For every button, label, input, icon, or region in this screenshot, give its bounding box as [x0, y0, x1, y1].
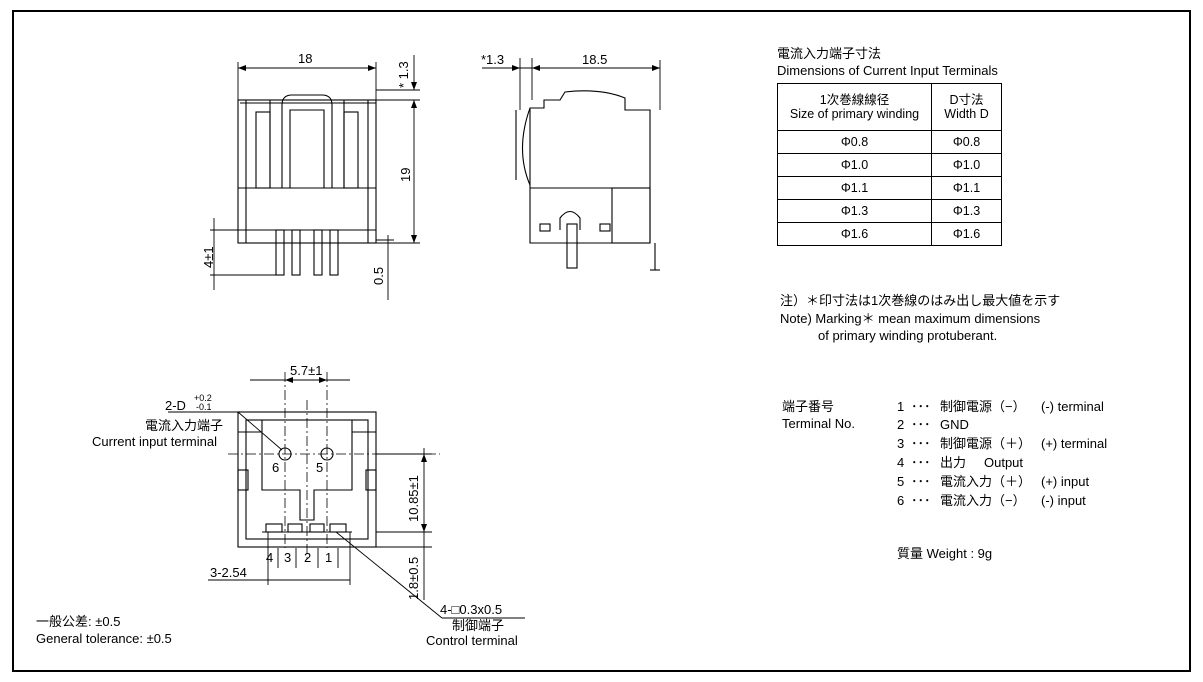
bottom-pin-offset-dim: 1.8±0.5 [406, 556, 421, 600]
d-dim-label: 2-D [165, 398, 186, 413]
header-col2-jp: D寸法 [949, 93, 984, 107]
side-view-outline [515, 90, 660, 271]
table-title-jp: 電流入力端子寸法 [777, 46, 882, 61]
terminal-item: 5 ･･･ 電流入力（＋） (+) input [897, 472, 1089, 491]
table-cell: Φ1.1 [777, 176, 932, 200]
bottom-view-dimensions [168, 379, 525, 619]
terminal-dots: ･･･ [911, 455, 931, 470]
terminal-en: (-) terminal [1041, 399, 1104, 414]
table-cell: Φ1.3 [777, 199, 932, 223]
control-terminal-en: Control terminal [426, 633, 518, 648]
terminal-dots: ･･･ [911, 436, 931, 451]
pin6-label: 6 [272, 460, 280, 475]
table-title-en: Dimensions of Current Input Terminals [777, 63, 998, 78]
header-col1-jp: 1次巻線線径 [819, 93, 890, 107]
terminal-en: (+) terminal [1041, 436, 1108, 451]
top-height-dim: 19 [398, 167, 413, 182]
drawing-frame [12, 10, 1191, 672]
table-cell: Φ1.0 [777, 153, 932, 177]
terminal-item: 1 ･･･ 制御電源（−） (-) terminal [897, 397, 1104, 416]
terminal-item: 3 ･･･ 制御電源（＋） (+) terminal [897, 434, 1107, 453]
note-en-line1: Note) Marking＊ mean maximum dimensions [780, 311, 1041, 326]
current-terminal-jp: 電流入力端子 [145, 418, 224, 433]
terminal-num: 3 [897, 436, 905, 451]
bottom-pitch-dim: 5.7±1 [290, 363, 323, 378]
note-jp: 注）＊印寸法は1次巻線のはみ出し最大値を示す [780, 293, 1061, 308]
pin5-label: 5 [316, 460, 324, 475]
pin-label-3: 3 [284, 550, 292, 565]
terminal-jp: 制御電源（−） [940, 399, 1026, 414]
weight-label: 質量 Weight : 9g [897, 546, 993, 561]
terminal-num: 5 [897, 474, 905, 489]
header-col2-en: Width D [944, 107, 989, 121]
terminal-jp: 出力 [940, 455, 967, 470]
table-cell: Φ1.0 [931, 153, 1002, 177]
pin-label-4: 4 [266, 550, 274, 565]
terminal-no-title-en: Terminal No. [782, 416, 855, 431]
d-dim-upper: +0.2 [194, 393, 212, 403]
terminal-dots: ･･･ [911, 474, 931, 489]
terminal-dots: ･･･ [911, 399, 931, 414]
current-terminal-en: Current input terminal [92, 434, 217, 449]
terminal-jp: 電流入力（＋） [940, 474, 1032, 489]
table-cell: Φ1.3 [931, 199, 1002, 223]
d-dim-lower: -0.1 [196, 402, 212, 412]
control-terminal-jp: 制御端子 [452, 618, 505, 633]
table-cell: Φ1.1 [931, 176, 1002, 200]
header-col1-en: Size of primary winding [789, 107, 920, 121]
terminal-dots: ･･･ [911, 493, 931, 508]
table-header-col1: 1次巻線線径 Size of primary winding [777, 83, 932, 131]
pin-label-1: 1 [325, 550, 333, 565]
table-header-row: 1次巻線線径 Size of primary winding D寸法 Width… [777, 83, 1002, 131]
terminal-num: 1 [897, 399, 905, 414]
terminal-num: 2 [897, 417, 905, 432]
top-view-dimensions [210, 55, 420, 300]
terminal-no-title-jp: 端子番号 [782, 399, 835, 414]
tolerance-en: General tolerance: ±0.5 [36, 631, 172, 646]
terminal-jp: GND [940, 417, 969, 432]
pin-label-2: 2 [304, 550, 312, 565]
top-pin-offset-dim: 0.5 [371, 266, 386, 285]
table-cell: Φ0.8 [931, 130, 1002, 154]
terminal-dots: ･･･ [911, 417, 931, 432]
table-cell: Φ1.6 [931, 222, 1002, 246]
terminal-jp: 電流入力（−） [940, 493, 1026, 508]
terminal-num: 4 [897, 455, 905, 470]
terminal-dimension-table: 1次巻線線径 Size of primary winding D寸法 Width… [777, 83, 1002, 246]
table-cell: Φ1.6 [777, 222, 932, 246]
terminal-item: 4 ･･･ 出力 Output [897, 453, 1023, 472]
note-en-line2: of primary winding protuberant. [818, 328, 998, 343]
top-width-dim: 18 [298, 51, 313, 66]
terminal-num: 6 [897, 493, 905, 508]
table-cell: Φ0.8 [777, 130, 932, 154]
top-view-outline [237, 94, 377, 276]
top-star-dim: * 1.3 [396, 61, 411, 88]
table-header-col2: D寸法 Width D [931, 83, 1002, 131]
terminal-en: Output [984, 455, 1024, 470]
terminal-item: 6 ･･･ 電流入力（−） (-) input [897, 491, 1086, 510]
terminal-item: 2 ･･･ GND [897, 415, 1041, 434]
bottom-height-dim: 10.85±1 [406, 475, 421, 522]
terminal-en: (+) input [1041, 474, 1090, 489]
side-view-dimensions [482, 58, 661, 110]
tolerance-jp: 一般公差: ±0.5 [36, 614, 121, 629]
terminal-en: (-) input [1041, 493, 1086, 508]
terminal-jp: 制御電源（＋） [940, 436, 1032, 451]
pitch-total-dim: 3-2.54 [210, 565, 247, 580]
side-width-dim: 18.5 [582, 52, 608, 67]
side-star-dim: *1.3 [481, 52, 505, 67]
control-dim: 4-□0.3x0.5 [440, 602, 503, 617]
top-pin-dim: 4±1 [201, 246, 216, 268]
